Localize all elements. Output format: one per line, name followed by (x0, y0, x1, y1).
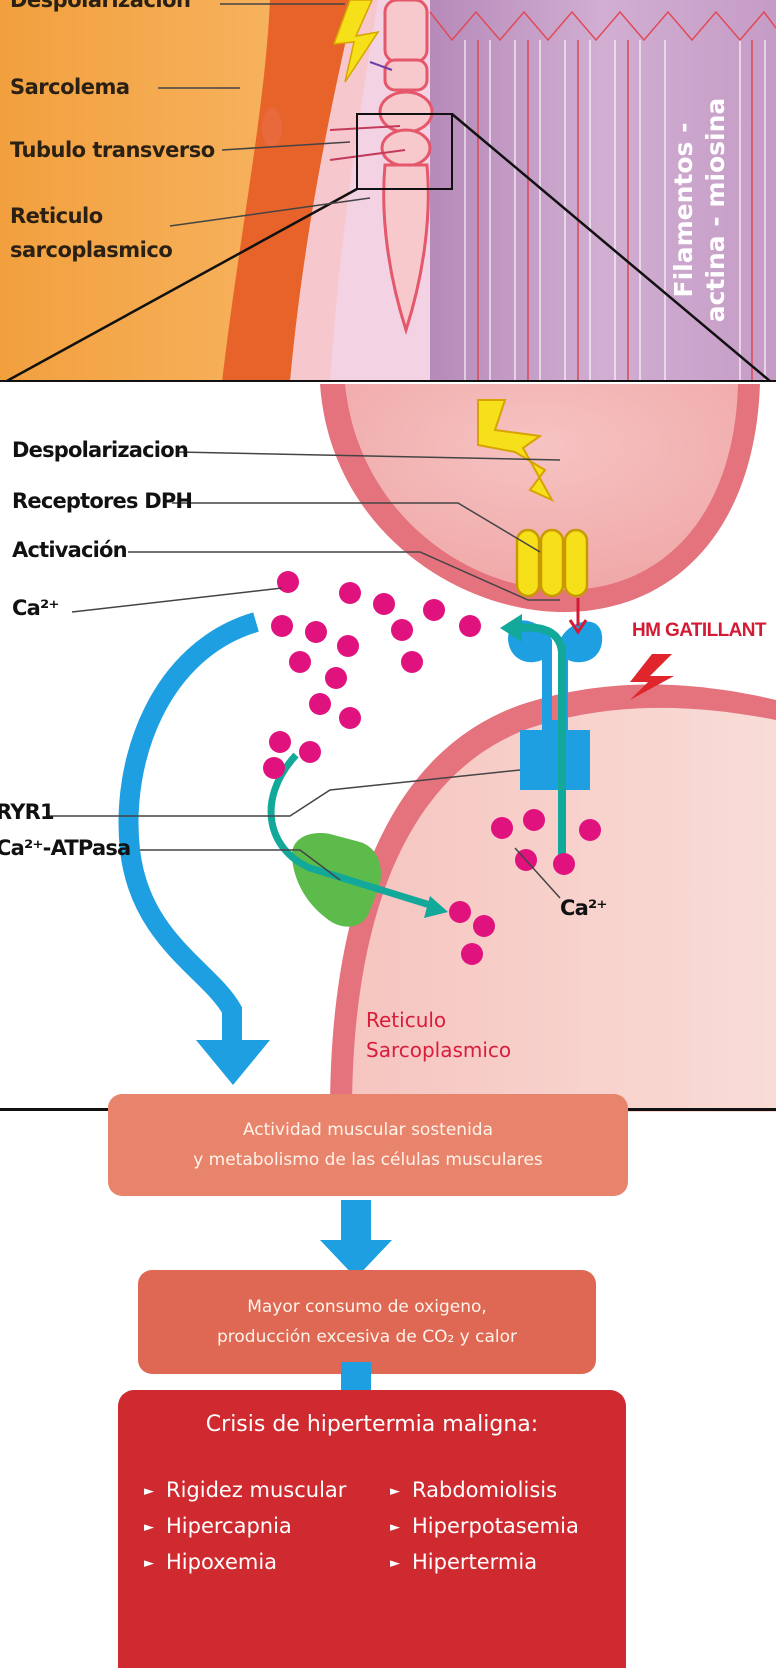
label-receptores-dph: Receptores DPH (12, 489, 193, 513)
crisis-item: Rabdomiolisis (390, 1474, 579, 1510)
zoom-box (356, 113, 453, 190)
calcium-ions-cytosol (263, 571, 481, 779)
label-ryr1: RYR1 (0, 800, 55, 824)
crisis-item: Hipertermia (390, 1546, 579, 1582)
label-sarcoplasmico-line2: Sarcoplasmico (366, 1038, 512, 1062)
crisis-column-right: Rabdomiolisis Hiperpotasemia Hipertermia (390, 1474, 579, 1582)
crisis-column-left: Rigidez muscular Hipercapnia Hipoxemia (144, 1474, 346, 1582)
label-reticulo-line1: Reticulo (366, 1008, 447, 1032)
calcium-ions-sr (449, 809, 601, 965)
label-reticulo-sr: Reticulo Sarcoplasmico (366, 1005, 511, 1065)
flow-box-actividad-line2: y metabolismo de las células musculares (193, 1150, 543, 1170)
hm-trigger-arrowhead (568, 619, 588, 635)
z-line-zigzag (429, 10, 776, 42)
hm-lightning (630, 654, 674, 700)
zoom-line-left (4, 187, 358, 382)
sr-lumen (352, 707, 776, 1112)
ryr1-channel (508, 620, 603, 790)
label-ca-atpasa: Ca²⁺-ATPasa (0, 836, 131, 860)
detail-leader-lines (48, 451, 561, 899)
atpase-pump (291, 833, 381, 927)
top-panel-bottom-border (0, 380, 776, 382)
flow-box-actividad-line1: Actividad muscular sostenida (242, 1120, 494, 1140)
crisis-title: Crisis de hipertermia maligna: (205, 1412, 539, 1437)
crisis-item: Hipercapnia (144, 1510, 346, 1546)
atpase-flow-arrowhead (424, 896, 448, 918)
flow-box-consumo: Mayor consumo de oxigeno, producción exc… (138, 1270, 596, 1374)
crisis-box: Crisis de hipertermia maligna: Rigidez m… (118, 1390, 626, 1668)
nucleus-spot (262, 108, 282, 148)
crisis-item: Hiperpotasemia (390, 1510, 579, 1546)
top-leader-lines (158, 3, 371, 227)
crisis-item: Rigidez muscular (144, 1474, 346, 1510)
top-panel-illustration (0, 0, 776, 382)
label-filamentos-line1: Filamentos - (669, 122, 698, 298)
label-ca-cytosol: Ca²⁺ (12, 596, 59, 620)
flow-arrow-1 (320, 1200, 392, 1278)
sarcoplasmic-reticulum-cisternae (378, 0, 434, 335)
depolarization-arrow-top (369, 61, 393, 71)
ryr1-flow-arrow (519, 623, 566, 860)
calcium-release-arrow (118, 612, 260, 1040)
flow-box-actividad: Actividad muscular sostenida y metabolis… (108, 1094, 628, 1196)
label-despolarizacion-top: Despolarización (10, 0, 191, 12)
detail-panel-illustration (0, 384, 776, 1112)
actin-lines (477, 40, 753, 382)
dph-receptor (515, 528, 589, 598)
label-filamentos-line2: actina - miosina (701, 97, 730, 323)
label-filamentos: Filamentos - actina - miosina (668, 98, 732, 323)
sarcolemma-band (222, 0, 355, 382)
zoom-line-right (451, 113, 772, 382)
ryr1-flow-arrowhead (500, 614, 522, 642)
label-hm-gatillant: HM GATILLANT (632, 620, 766, 641)
label-despolarizacion: Despolarizacion (12, 438, 189, 462)
label-reticulo: Reticulo (10, 204, 103, 228)
flow-box-consumo-line2: producción excesiva de CO₂ y calor (216, 1327, 518, 1347)
calcium-release-arrowhead (196, 1040, 270, 1085)
label-sarcoplasmico: sarcoplasmico (10, 238, 173, 262)
label-sarcolema: Sarcolema (10, 75, 130, 99)
membrane-light-strip (290, 0, 378, 382)
myofilament-lines (464, 40, 766, 382)
depolarization-bolt (477, 399, 555, 503)
label-ca-sr: Ca²⁺ (560, 896, 607, 920)
label-activacion: Activación (12, 538, 128, 562)
crisis-item: Hipoxemia (144, 1546, 346, 1582)
label-tubulo-transverso: Tubulo transverso (10, 138, 215, 162)
depolarization-bolt-top (332, 0, 380, 83)
myofibril-region (430, 0, 776, 382)
flow-box-consumo-line1: Mayor consumo de oxigeno, (247, 1297, 487, 1317)
transverse-tubule (329, 125, 406, 161)
